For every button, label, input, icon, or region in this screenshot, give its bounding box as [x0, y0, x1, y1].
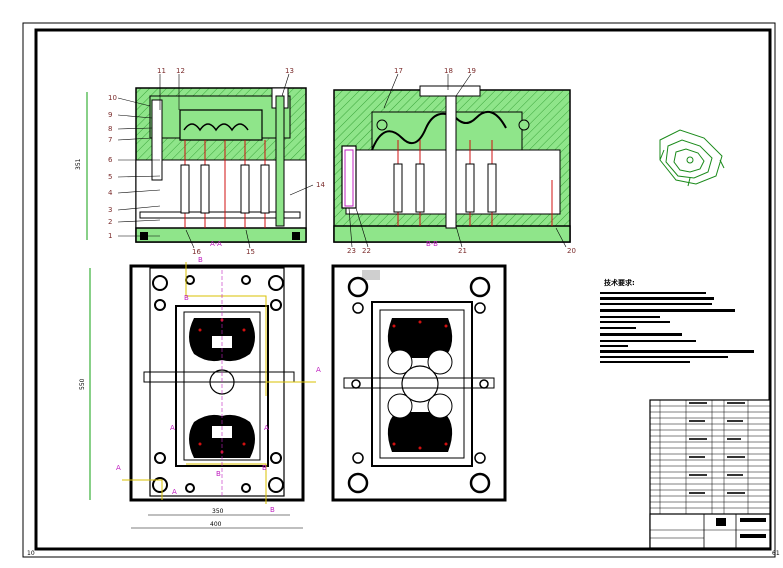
section-title-b-b: B-B: [426, 240, 438, 248]
part-label-19: 19: [467, 67, 476, 75]
part-label-12: 12: [176, 67, 185, 75]
part-label-21: 21: [458, 247, 467, 255]
plan-view-fixed-half: [331, 264, 507, 502]
part-label-16: 16: [192, 248, 201, 256]
cut-label-a-right: A: [316, 366, 321, 374]
part-label-9: 9: [108, 111, 112, 119]
part-label-10: 10: [108, 94, 117, 102]
part-label-4: 4: [108, 189, 113, 197]
cut-label-b-upper: B: [184, 294, 189, 302]
part-label-5: 5: [108, 173, 112, 181]
part-label-11: 11: [157, 67, 166, 75]
part-label-17: 17: [394, 67, 403, 75]
part-label-15: 15: [246, 248, 255, 256]
cut-label-b-lower: B: [262, 464, 267, 472]
part-label-7: 7: [108, 136, 112, 144]
part-label-13: 13: [285, 67, 294, 75]
section-title-a-a: A-A: [210, 240, 222, 248]
section-view-a-a: [86, 87, 307, 243]
cut-label-a-mid-left: A: [170, 424, 175, 432]
plan-view-moving-half: [89, 262, 316, 529]
cut-label-a-bottom: A: [172, 488, 177, 496]
section-view-b-b: [333, 85, 571, 243]
cut-label-b-center: B: [216, 470, 221, 478]
part-label-8: 8: [108, 125, 112, 133]
dim-label-inner-width: 350: [212, 508, 224, 515]
inner-drawing-frame: [34, 28, 772, 551]
part-label-1: 1: [108, 232, 112, 240]
cut-label-b-bottom: B: [270, 506, 275, 514]
part-label-20: 20: [567, 247, 576, 255]
part-label-2: 2: [108, 218, 112, 226]
outer-sheet-border: [22, 22, 776, 558]
technical-notes-lines: [600, 292, 754, 363]
dim-label-plate-height: 550: [79, 378, 86, 390]
cut-label-a-left: A: [116, 464, 121, 472]
corner-label-right: 61: [772, 550, 780, 557]
part-label-23: 23: [347, 247, 356, 255]
part-label-22: 22: [362, 247, 371, 255]
part-label-14: 14: [316, 181, 325, 189]
parts-list-table: [649, 399, 771, 549]
dim-label-height: 351: [75, 158, 82, 170]
corner-label-left: 10: [27, 550, 35, 557]
part-isometric-sketch: [659, 129, 725, 187]
part-label-18: 18: [444, 67, 453, 75]
part-label-6: 6: [108, 156, 113, 164]
cut-label-b-top: B: [198, 256, 203, 264]
dim-label-outer-width: 400: [210, 521, 222, 528]
cut-label-a-mid-right: A: [264, 424, 269, 432]
notes-title: 技术要求:: [604, 278, 635, 287]
part-label-3: 3: [108, 206, 112, 214]
